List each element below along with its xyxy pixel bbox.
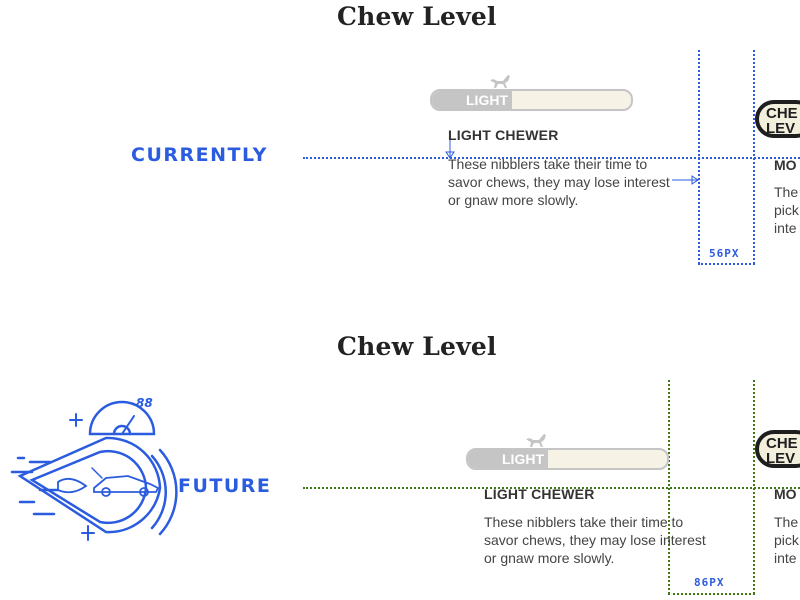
spacing-guide-left xyxy=(698,50,700,264)
desc-line: savor chews, they may lose interest xyxy=(448,174,670,190)
chewer-title: LIGHT CHEWER xyxy=(484,486,595,502)
meter-fill: LIGHT xyxy=(468,450,548,468)
currently-label: CURRENTLY xyxy=(131,144,268,166)
chew-meter: LIGHT xyxy=(430,89,633,111)
spacing-label: 86PX xyxy=(694,576,725,589)
chew-meter: LIGHT xyxy=(466,448,669,470)
baseline-guide xyxy=(303,487,800,489)
desc-line: or gnaw more slowly. xyxy=(484,550,615,566)
desc-line: savor chews, they may lose interest xyxy=(484,532,706,548)
chewer-title: LIGHT CHEWER xyxy=(448,127,559,143)
speedometer-icon xyxy=(88,400,156,436)
next-chewer-description: The pick inte xyxy=(774,183,799,237)
arrow-right-icon xyxy=(672,175,699,185)
section-title-currently: Chew Level xyxy=(337,2,497,31)
future-label: FUTURE xyxy=(178,475,272,497)
dog-icon xyxy=(490,75,510,88)
badge-line: LEV xyxy=(766,120,796,137)
section-title-future: Chew Level xyxy=(337,332,497,361)
meter-label: LIGHT xyxy=(502,451,544,467)
chewer-description: These nibblers take their time to savor … xyxy=(448,155,688,209)
next-chewer-title: MO xyxy=(774,157,797,173)
time-machine-car-icon xyxy=(10,400,178,541)
speed-number: 88 xyxy=(136,396,153,410)
desc-line: inte xyxy=(774,220,797,236)
dog-icon xyxy=(526,434,546,447)
desc-line: The xyxy=(774,184,799,200)
spacing-label: 56PX xyxy=(709,247,740,260)
desc-line: These nibblers take their time to xyxy=(448,156,648,172)
next-chewer-title: MO xyxy=(774,486,797,502)
baseline-guide xyxy=(303,157,800,159)
desc-line: pick xyxy=(774,532,799,548)
spacing-guide-right xyxy=(753,380,755,594)
badge-line: LEV xyxy=(766,450,796,467)
spacing-guide-right xyxy=(753,50,755,264)
next-chewer-description: The pick inte xyxy=(774,513,799,567)
chew-level-badge: CHE LEV xyxy=(755,100,800,138)
desc-line: inte xyxy=(774,550,797,566)
spacing-guide-bottom xyxy=(668,593,755,595)
meter-label: LIGHT xyxy=(466,92,508,108)
badge-line: CHE xyxy=(766,435,798,452)
badge-line: CHE xyxy=(766,105,798,122)
desc-line: These nibblers take their time to xyxy=(484,514,684,530)
meter-fill: LIGHT xyxy=(432,91,512,109)
spacing-guide-bottom xyxy=(698,263,755,265)
spacing-guide-left xyxy=(668,380,670,594)
chewer-description: These nibblers take their time to savor … xyxy=(484,513,724,567)
desc-line: or gnaw more slowly. xyxy=(448,192,579,208)
desc-line: The xyxy=(774,514,799,530)
arrow-down-icon xyxy=(445,140,455,159)
desc-line: pick xyxy=(774,202,799,218)
chew-level-badge: CHE LEV xyxy=(755,430,800,468)
